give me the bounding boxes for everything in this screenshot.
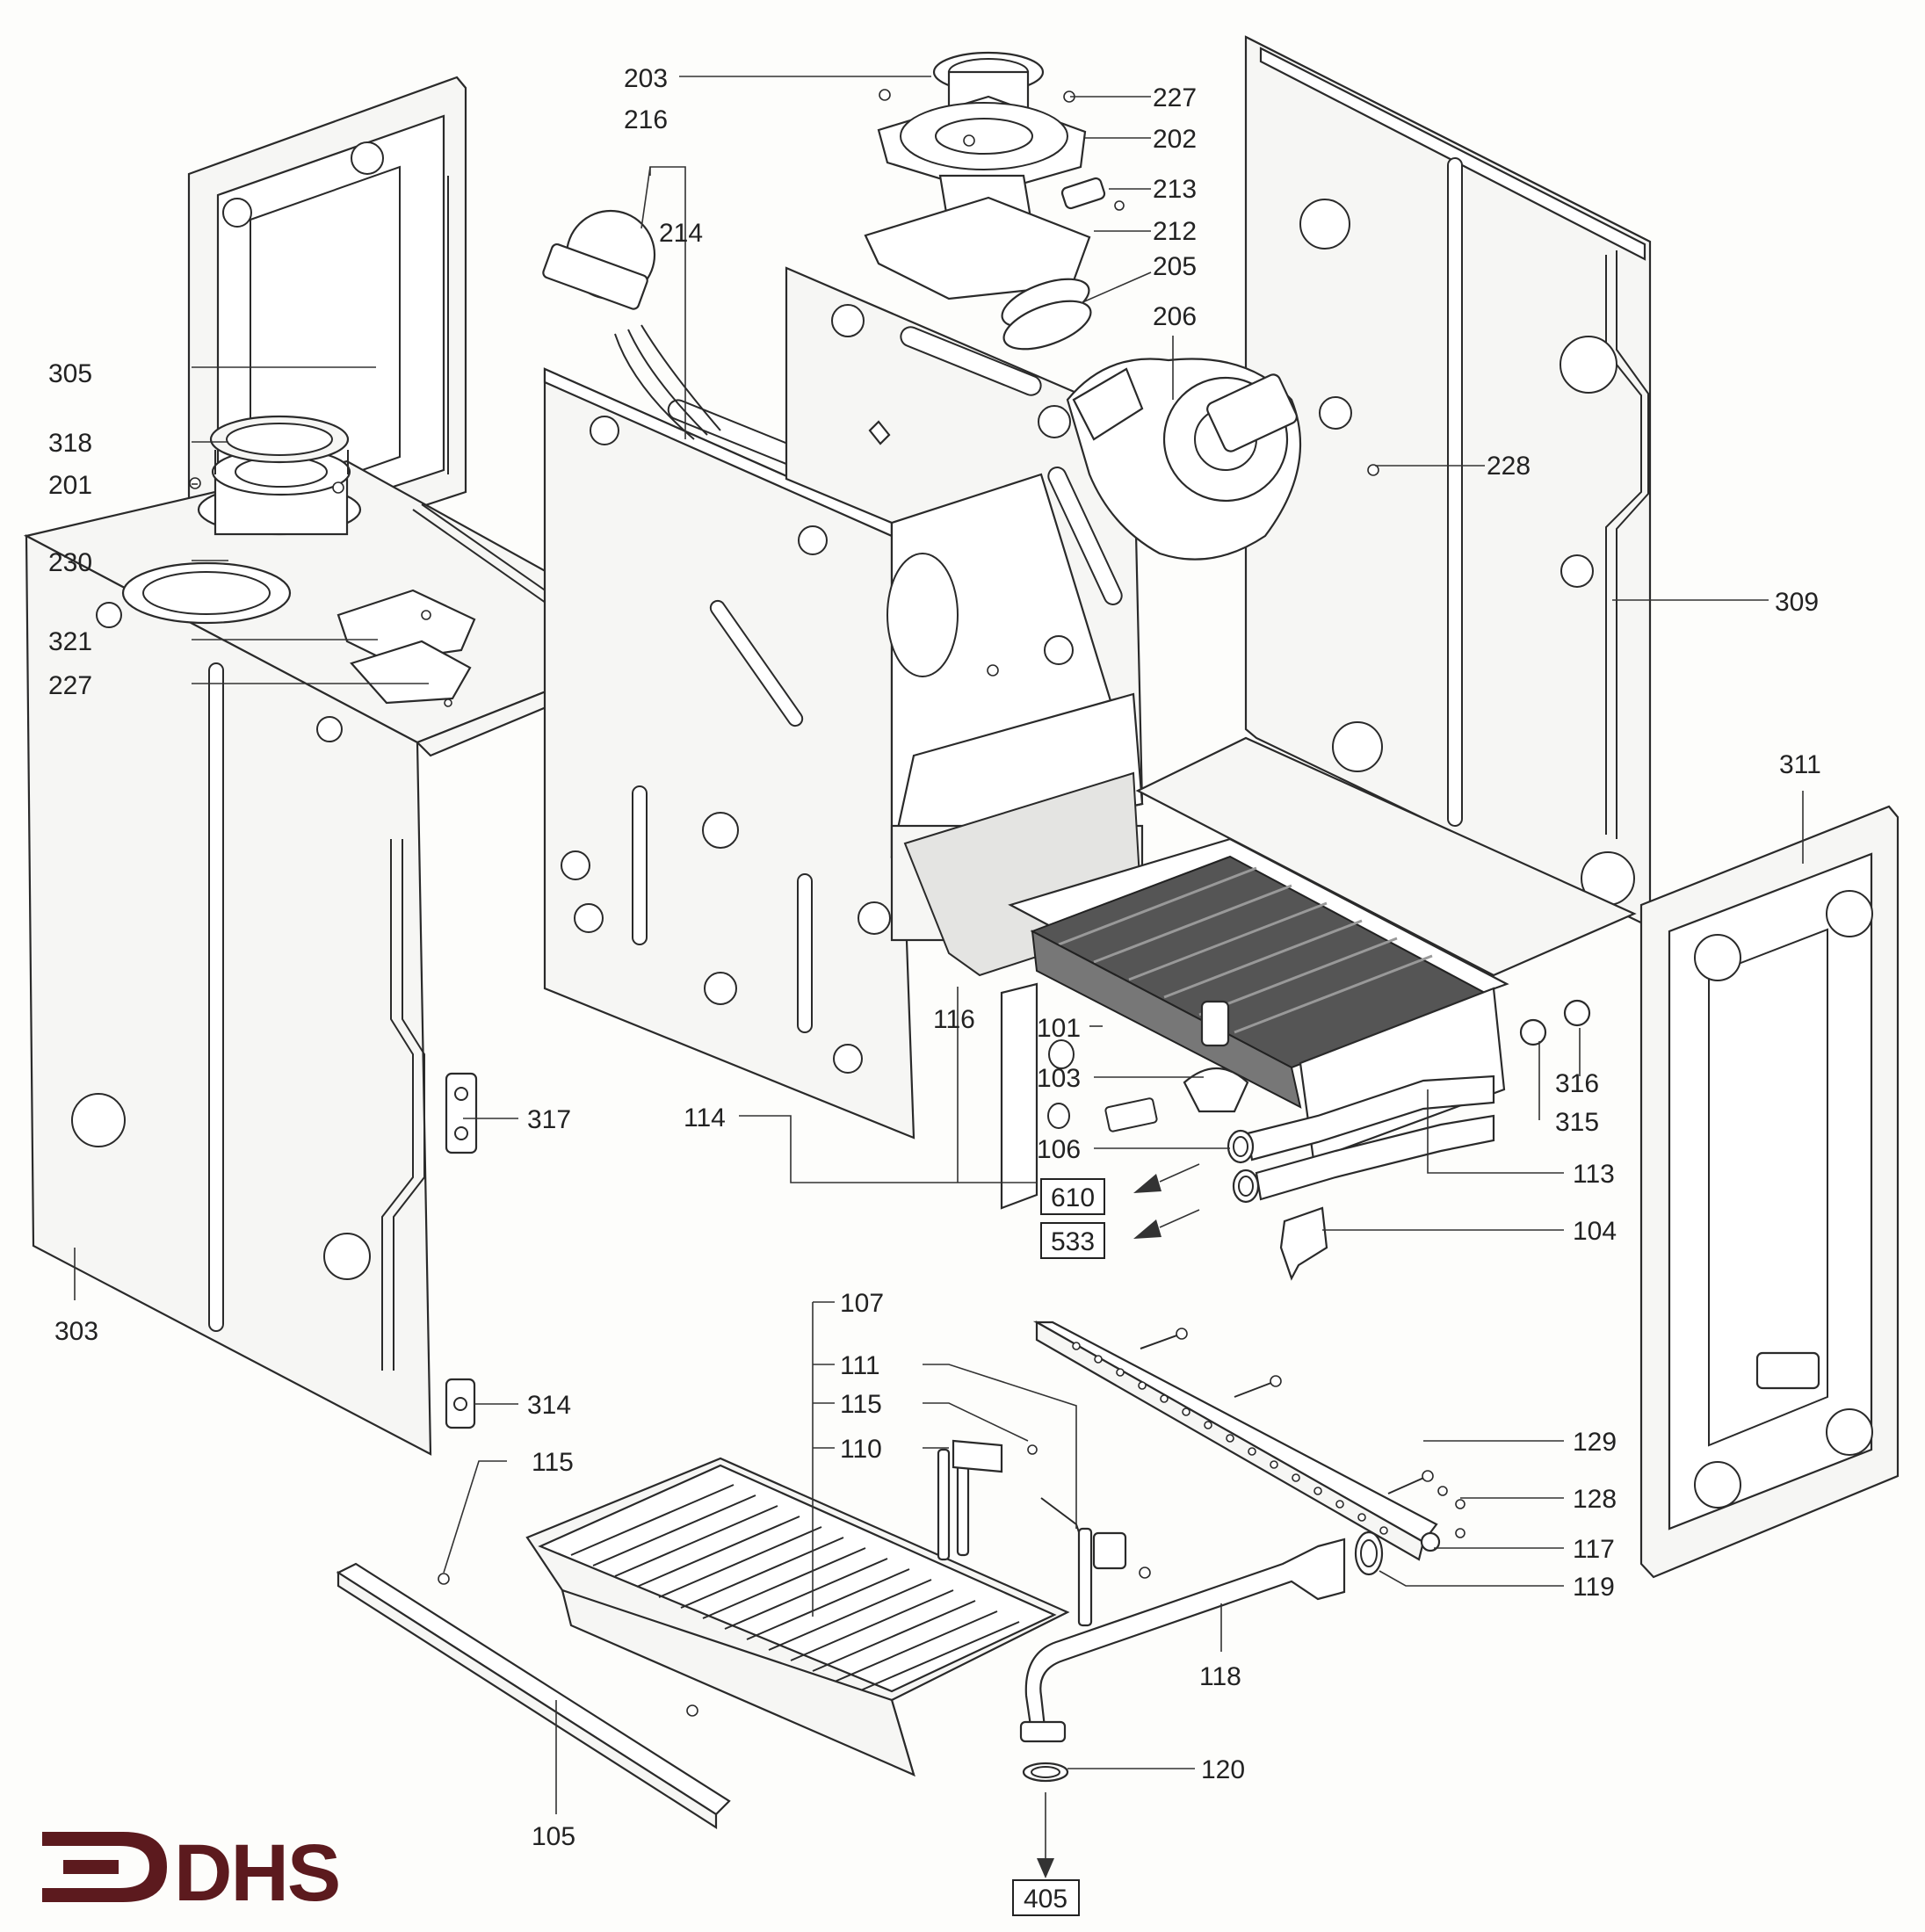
part-113-pipes bbox=[1246, 1075, 1495, 1201]
label-115: 115 bbox=[840, 1390, 882, 1419]
part-128-screws bbox=[1437, 1486, 1465, 1538]
part-206-fan bbox=[1066, 358, 1302, 561]
label-230: 230 bbox=[48, 548, 92, 577]
part-111-electrode bbox=[1040, 1497, 1151, 1627]
label-314: 314 bbox=[527, 1391, 571, 1420]
label-117: 117 bbox=[1573, 1535, 1615, 1564]
label-115-lower: 115 bbox=[532, 1448, 574, 1477]
part-base-tray bbox=[1135, 736, 1637, 977]
label-318: 318 bbox=[48, 429, 92, 458]
part-114-panel bbox=[543, 367, 915, 1140]
label-105: 105 bbox=[532, 1822, 575, 1851]
label-114: 114 bbox=[684, 1103, 726, 1132]
label-205: 205 bbox=[1153, 252, 1197, 281]
ref-405: 405 bbox=[1024, 1885, 1067, 1914]
part-315-316-caps bbox=[1519, 999, 1591, 1046]
label-101: 101 bbox=[1037, 1014, 1081, 1043]
ref-box-533 bbox=[1040, 1222, 1105, 1259]
ref-box-610 bbox=[1040, 1178, 1105, 1215]
label-213: 213 bbox=[1153, 175, 1197, 204]
label-212: 212 bbox=[1153, 217, 1197, 246]
ref-box-405 bbox=[1012, 1879, 1080, 1916]
part-115-screws bbox=[438, 1444, 1038, 1717]
label-321: 321 bbox=[48, 627, 92, 656]
part-118-gas-pipe bbox=[1019, 1538, 1346, 1743]
part-119-seal bbox=[1354, 1530, 1384, 1576]
label-228: 228 bbox=[1487, 452, 1531, 481]
part-214-216-pressure-switch bbox=[542, 209, 721, 440]
part-317-clip bbox=[445, 1072, 478, 1154]
label-203: 203 bbox=[624, 64, 668, 93]
label-309: 309 bbox=[1775, 588, 1819, 617]
label-303: 303 bbox=[54, 1317, 98, 1346]
part-321-cover-plate bbox=[337, 589, 476, 705]
label-110: 110 bbox=[840, 1435, 882, 1464]
ref-533: 533 bbox=[1051, 1227, 1095, 1256]
label-107: 107 bbox=[840, 1289, 884, 1318]
label-118: 118 bbox=[1199, 1662, 1241, 1691]
label-103: 103 bbox=[1037, 1064, 1081, 1093]
label-129: 129 bbox=[1573, 1428, 1617, 1457]
label-315: 315 bbox=[1555, 1108, 1599, 1137]
label-305: 305 bbox=[48, 359, 92, 388]
dhs-logo-mark-icon bbox=[42, 1832, 167, 1902]
part-205-ring bbox=[1001, 278, 1092, 351]
ref-610: 610 bbox=[1051, 1183, 1095, 1212]
part-103-sensor bbox=[1183, 1000, 1249, 1113]
part-309-panel bbox=[1244, 35, 1652, 929]
part-318-flue-adaptor bbox=[121, 415, 362, 625]
label-106: 106 bbox=[1037, 1135, 1081, 1164]
label-227: 227 bbox=[1153, 83, 1197, 112]
part-311-panel bbox=[1639, 805, 1900, 1579]
label-128: 128 bbox=[1573, 1485, 1617, 1514]
part-104-clip bbox=[1279, 1206, 1328, 1281]
label-104: 104 bbox=[1573, 1217, 1617, 1246]
part-labels: 203 227 216 202 213 214 212 205 206 305 … bbox=[48, 64, 1821, 1851]
label-316: 316 bbox=[1555, 1069, 1599, 1098]
label-227-lower: 227 bbox=[48, 671, 92, 700]
label-119: 119 bbox=[1573, 1573, 1615, 1602]
part-106-orings bbox=[1227, 1129, 1260, 1204]
label-206: 206 bbox=[1153, 302, 1197, 331]
label-317: 317 bbox=[527, 1105, 571, 1134]
label-116: 116 bbox=[933, 1005, 975, 1034]
reference-boxes: 610 533 405 bbox=[1012, 1178, 1105, 1916]
label-201: 201 bbox=[48, 471, 92, 500]
part-213-bracket bbox=[1060, 177, 1125, 211]
part-117-manifold bbox=[1032, 1321, 1441, 1561]
part-110-electrode bbox=[937, 1439, 1003, 1561]
part-227-screws-top bbox=[879, 89, 1075, 147]
label-216: 216 bbox=[624, 105, 668, 134]
label-202: 202 bbox=[1153, 125, 1197, 154]
leader-lines bbox=[74, 76, 1804, 1878]
part-120-seal bbox=[1022, 1762, 1069, 1783]
part-107-burner bbox=[525, 1457, 1070, 1777]
part-129-screws bbox=[1140, 1328, 1434, 1494]
part-105-strip bbox=[336, 1562, 731, 1830]
part-314-clip bbox=[445, 1378, 476, 1429]
label-120: 120 bbox=[1201, 1755, 1245, 1784]
label-214: 214 bbox=[659, 219, 703, 248]
dhs-logo: DHS bbox=[42, 1828, 341, 1918]
label-111: 111 bbox=[840, 1351, 880, 1380]
label-311: 311 bbox=[1779, 750, 1821, 779]
part-303-panel bbox=[23, 459, 675, 1456]
dhs-logo-text: DHS bbox=[174, 1828, 339, 1918]
label-113: 113 bbox=[1573, 1160, 1615, 1189]
